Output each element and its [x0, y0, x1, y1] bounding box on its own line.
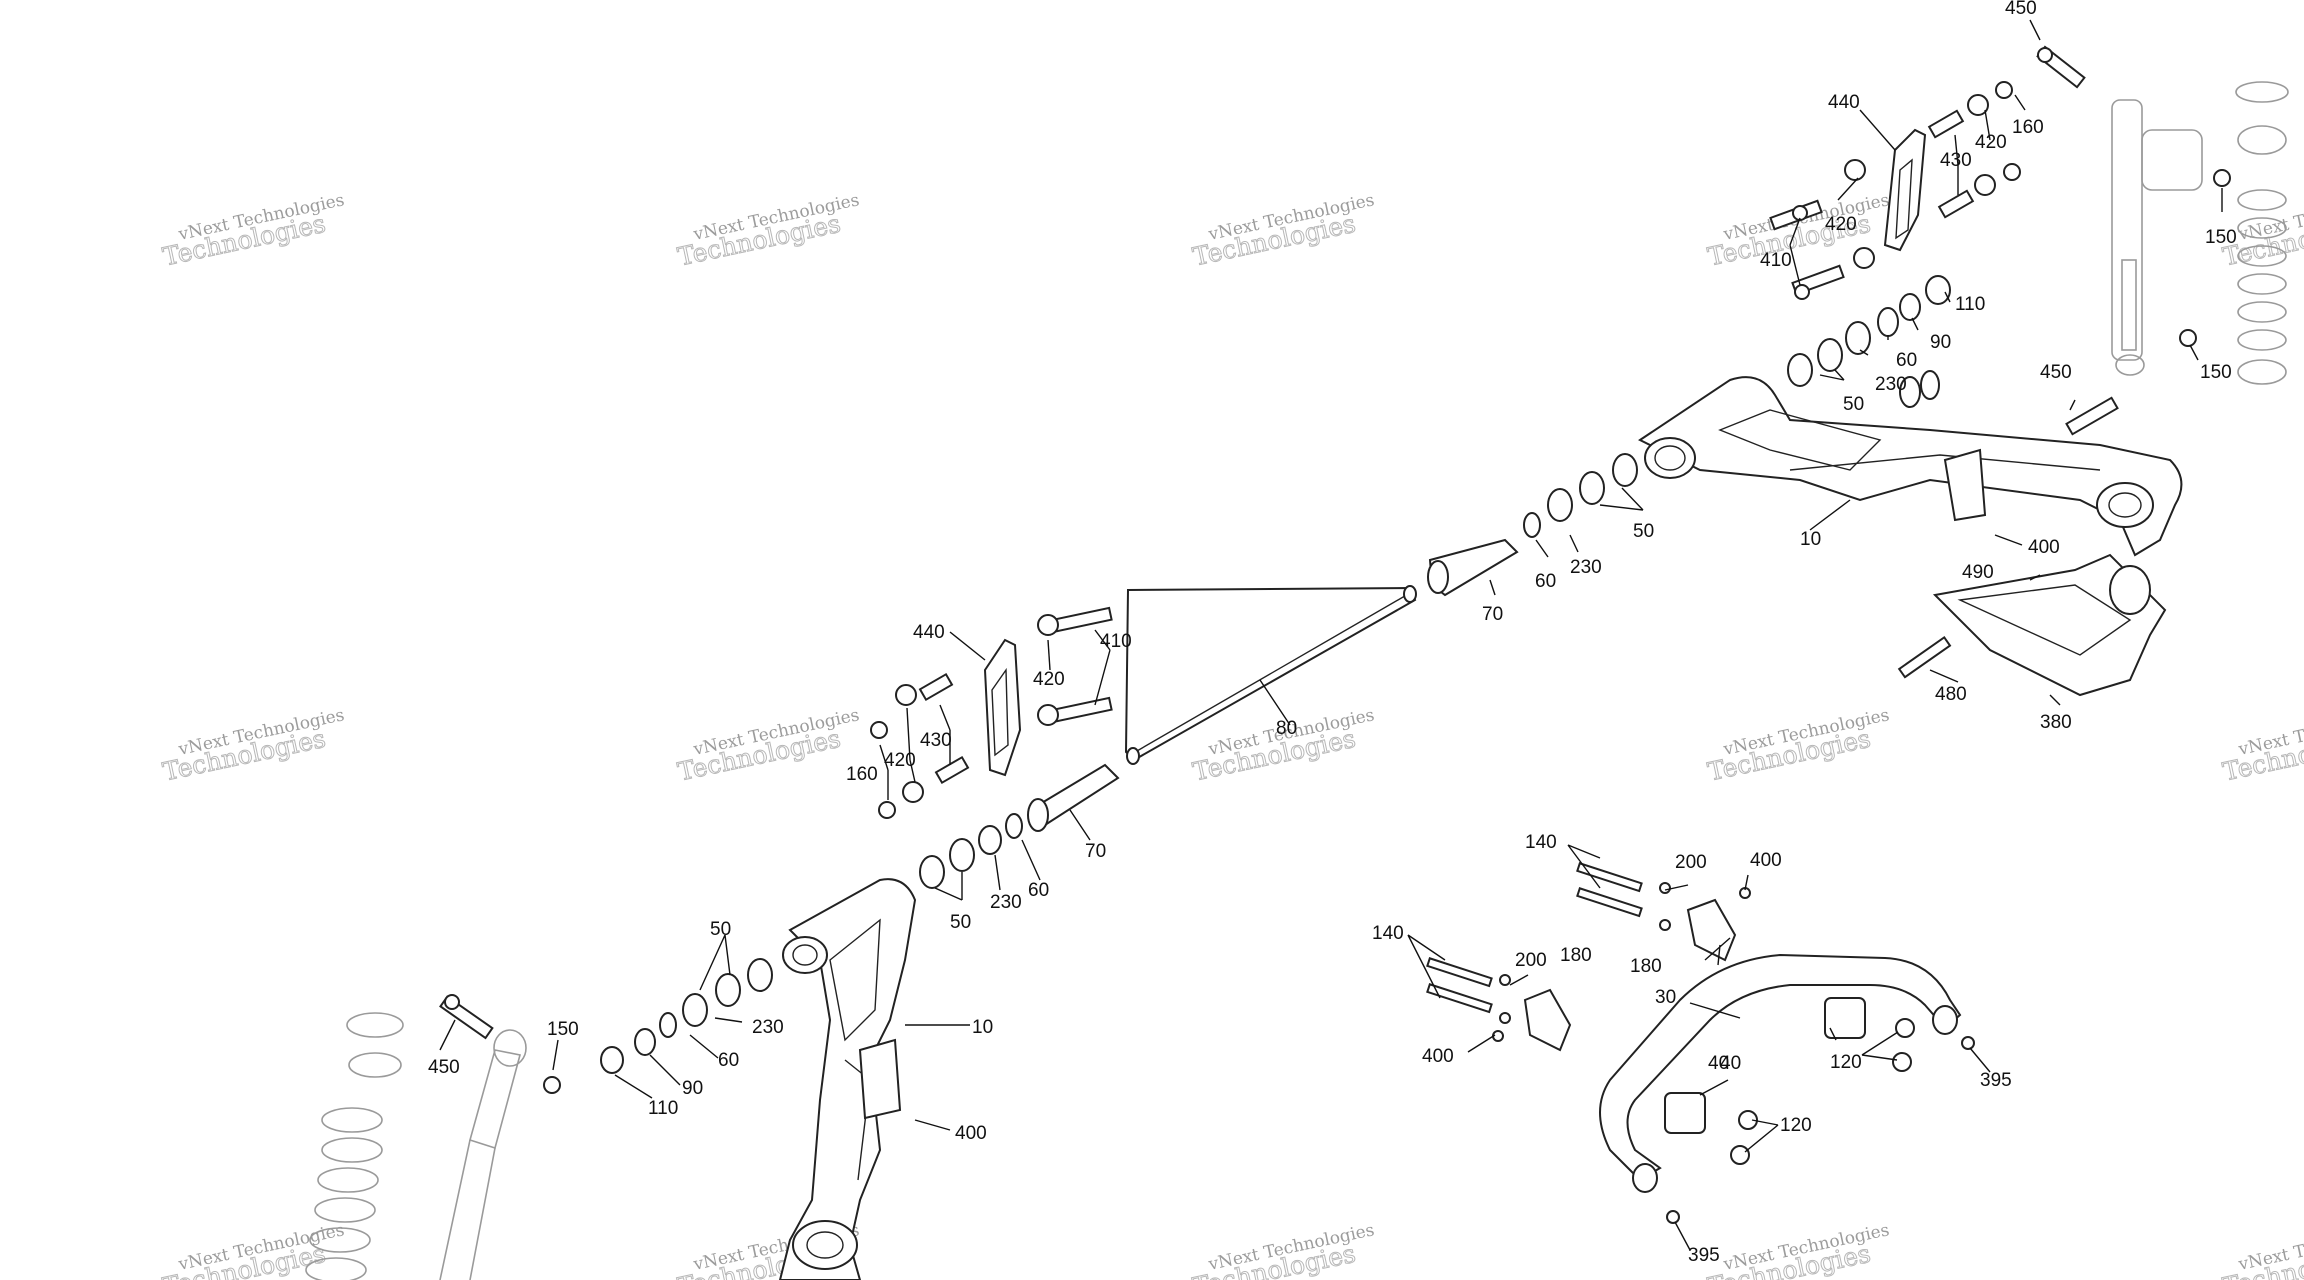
anti-roll-bar [1599, 953, 1962, 1193]
lower-left-bearings [439, 958, 773, 1094]
callout-label: 50 [1633, 521, 1654, 542]
callout-label: 110 [1955, 294, 1985, 315]
middle-pivot-bracket [983, 638, 1022, 777]
upper-right-bearings [1523, 275, 1951, 538]
spacer-tube-upper [1427, 538, 1519, 597]
callout-label: 90 [682, 1078, 703, 1099]
callout-label: 140 [1525, 832, 1557, 853]
callout-label: 60 [1896, 350, 1917, 371]
callout-label: 60 [1535, 571, 1556, 592]
watermark: Technologies vNext Technologies [1705, 705, 1891, 787]
callout-label: 10 [1800, 529, 1821, 550]
callout-label: 230 [752, 1017, 784, 1038]
callout-label: 150 [547, 1019, 579, 1040]
right-shock-absorber [2111, 81, 2289, 385]
callout-label: 140 [1372, 923, 1404, 944]
callout-label: 40 [1708, 1053, 1729, 1074]
callout-label: 90 [1930, 332, 1951, 353]
callout-label: 60 [1028, 880, 1049, 901]
upper-right-pivot-bracket [1883, 128, 1927, 252]
upper-right-hardware [1769, 45, 2231, 436]
watermark: Technologies vNext Technologies [2220, 705, 2304, 787]
callout-label: 230 [990, 892, 1022, 913]
callout-label: 50 [710, 919, 731, 940]
callout-label: 150 [2205, 227, 2237, 248]
callout-label: 430 [1940, 150, 1972, 171]
callout-label: 490 [1962, 562, 1994, 583]
callout-label: 440 [1828, 92, 1860, 113]
callout-label: 450 [428, 1057, 460, 1078]
callout-label: 420 [884, 750, 916, 771]
callout-label: 440 [913, 622, 945, 643]
watermark: Technologies vNext Technologies [1190, 1220, 1376, 1280]
callout-label: 160 [2012, 117, 2044, 138]
callout-label: 200 [1675, 852, 1707, 873]
callout-label: 230 [1875, 374, 1907, 395]
callout-label: 180 [1560, 945, 1592, 966]
spacer-tube-lower [1027, 763, 1120, 832]
callout-label: 180 [1630, 956, 1662, 977]
callout-label: 230 [1570, 557, 1602, 578]
middle-hardware [870, 606, 1113, 819]
callout-label: 420 [1033, 669, 1065, 690]
watermark: Technologies vNext Technologies [160, 190, 346, 272]
watermark: Technologies vNext Technologies [1190, 190, 1376, 272]
callout-label: 450 [2040, 362, 2072, 383]
watermark: Technologies vNext Technologies [675, 705, 861, 787]
main-shaft [1124, 585, 1417, 765]
watermarks: Technologies vNext Technologies Technolo… [160, 190, 2304, 1280]
callout-label: 480 [1935, 684, 1967, 705]
middle-bearings [919, 813, 1023, 889]
upper-right-a-arm [1638, 376, 2183, 557]
lower-left-a-arm [778, 878, 917, 1280]
callout-label: 120 [1780, 1115, 1812, 1136]
callout-label: 200 [1515, 950, 1547, 971]
callout-label: 400 [1750, 850, 1782, 871]
callout-label: 395 [1980, 1070, 2012, 1091]
anti-roll-bar-clamps [1426, 862, 1751, 1052]
watermark: Technologies vNext Technologies [675, 190, 861, 272]
callout-label: 50 [1843, 394, 1864, 415]
callout-label: 400 [2028, 537, 2060, 558]
callout-label: 420 [1975, 132, 2007, 153]
left-shock-absorber [305, 1012, 527, 1280]
leader-lines [439, 19, 2223, 1251]
callout-label: 400 [1422, 1046, 1454, 1067]
callout-label: 10 [972, 1017, 993, 1038]
callout-label: 430 [920, 730, 952, 751]
watermark: Technologies vNext Technologies [2220, 1220, 2304, 1280]
anti-roll-bar-bushings [1664, 997, 1975, 1224]
skid-plate [1897, 553, 2167, 697]
watermark: Technologies vNext Technologies [160, 705, 346, 787]
callout-label: 80 [1276, 718, 1297, 739]
callout-label: 400 [955, 1123, 987, 1144]
callout-label: 70 [1482, 604, 1503, 625]
callout-label: 380 [2040, 712, 2072, 733]
callout-label: 420 [1825, 214, 1857, 235]
callout-label: 160 [846, 764, 878, 785]
callout-label: 60 [718, 1050, 739, 1071]
callout-label: 30 [1655, 987, 1676, 1008]
callout-label: 410 [1100, 631, 1132, 652]
callout-label: 450 [2005, 0, 2037, 19]
callout-label: 150 [2200, 362, 2232, 383]
callout-label: 410 [1760, 250, 1792, 271]
callout-label: 110 [648, 1098, 678, 1119]
callout-label: 50 [950, 912, 971, 933]
callout-label: 120 [1830, 1052, 1862, 1073]
callout-numbers: 450 440 160 420 430 420 410 150 150 110 … [428, 0, 2237, 1266]
callout-label: 40 [1720, 1053, 1741, 1074]
callout-label: 70 [1085, 841, 1106, 862]
watermark: Technologies vNext Technologies [1705, 1220, 1891, 1280]
callout-label: 395 [1688, 1245, 1720, 1266]
